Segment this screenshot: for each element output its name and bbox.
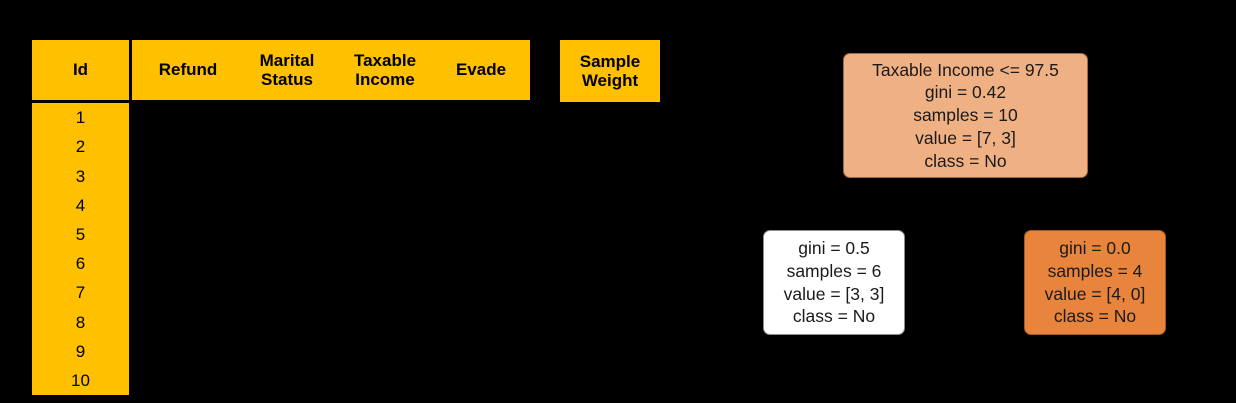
table-row: 1 — [75, 108, 86, 128]
node-value: value = [7, 3] — [915, 127, 1016, 148]
node-class: class = No — [924, 150, 1007, 171]
decision-tree: Taxable Income <= 97.5 gini = 0.42 sampl… — [700, 0, 1236, 403]
tree-node-root: Taxable Income <= 97.5 gini = 0.42 sampl… — [843, 53, 1088, 178]
table-row: 7 — [75, 283, 86, 303]
column-header-refund: Refund — [158, 60, 218, 80]
data-table: Id Refund Marital Status Taxable Income … — [32, 40, 660, 395]
node-gini: gini = 0.5 — [798, 238, 870, 258]
table-row: 3 — [75, 166, 86, 186]
node-value: value = [3, 3] — [783, 283, 885, 304]
node-class: class = No — [792, 306, 876, 327]
table-row: 2 — [75, 137, 86, 157]
column-header-id: Id — [32, 40, 129, 100]
node-gini: gini = 0.0 — [1059, 238, 1131, 258]
column-header-evade: Evade — [455, 60, 507, 80]
column-header-strip: Refund Marital Status Taxable Income Eva… — [132, 40, 530, 100]
node-samples: samples = 6 — [786, 260, 882, 281]
node-samples: samples = 4 — [1047, 260, 1143, 281]
table-row: 8 — [75, 312, 86, 332]
tree-node-left-leaf: gini = 0.5 samples = 6 value = [3, 3] cl… — [763, 230, 905, 335]
column-header-marital-status: Marital Status — [259, 50, 315, 89]
node-value: value = [4, 0] — [1044, 283, 1146, 304]
column-header-sample-weight: Sample Weight — [560, 40, 660, 102]
id-column: 1 2 3 4 5 6 7 8 9 10 — [32, 103, 129, 395]
node-class: class = No — [1053, 306, 1137, 327]
table-row: 4 — [75, 195, 86, 215]
table-row: 5 — [75, 224, 86, 244]
table-row: 9 — [75, 341, 86, 361]
node-samples: samples = 10 — [913, 105, 1018, 126]
node-condition: Taxable Income <= 97.5 — [872, 59, 1059, 80]
tree-node-right-leaf: gini = 0.0 samples = 4 value = [4, 0] cl… — [1024, 230, 1166, 335]
column-header-taxable-income: Taxable Income — [353, 50, 417, 89]
node-gini: gini = 0.42 — [924, 82, 1007, 103]
table-row: 10 — [71, 370, 90, 390]
table-row: 6 — [75, 254, 86, 274]
